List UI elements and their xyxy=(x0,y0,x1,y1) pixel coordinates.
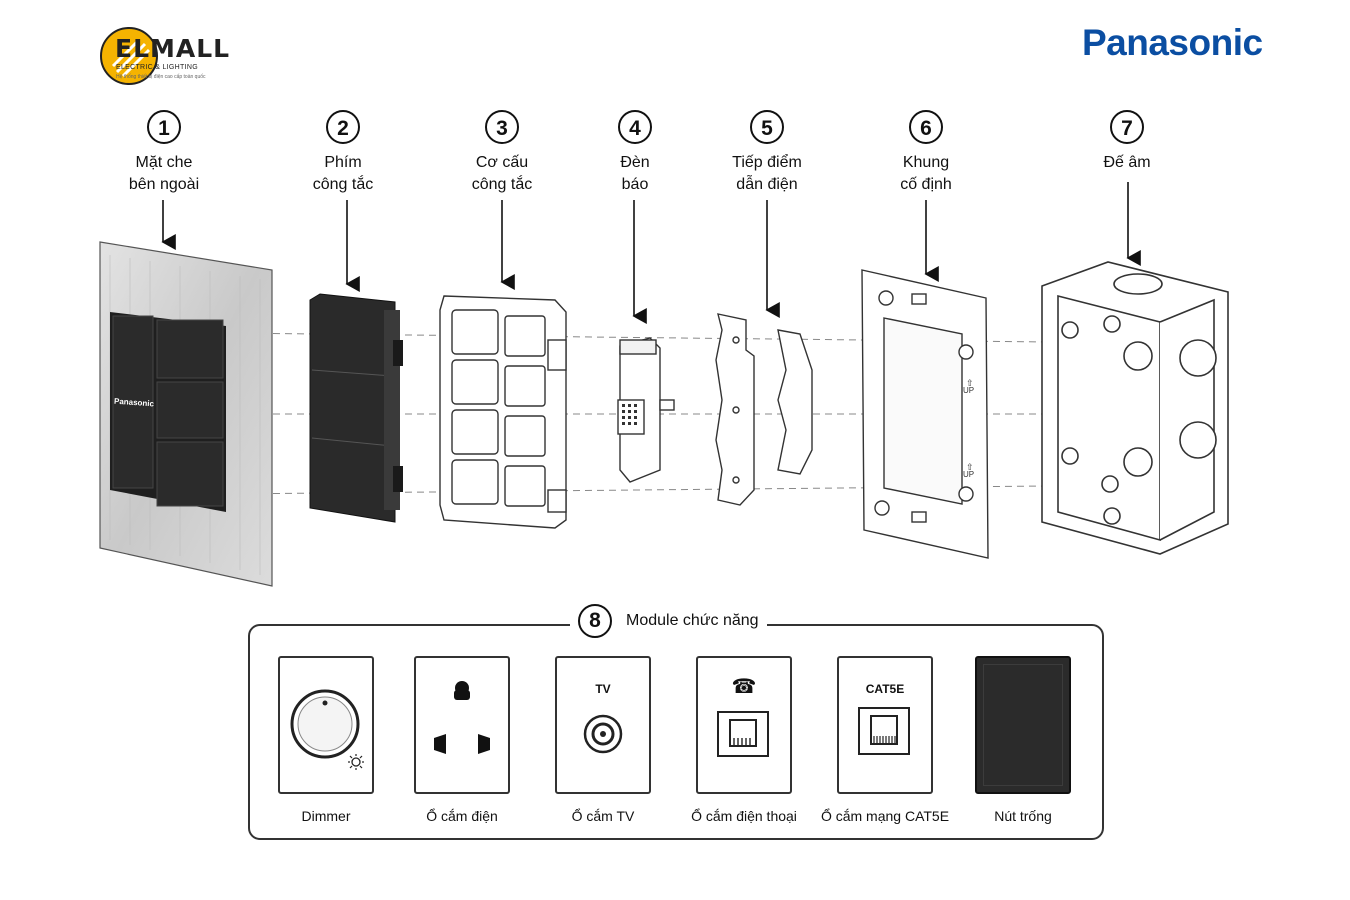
module-panel-title: Module chức năng xyxy=(626,612,759,629)
module-phone-socket: ☎ xyxy=(696,656,792,794)
module-dimmer xyxy=(278,656,374,794)
elmall-logo-icon xyxy=(100,27,158,85)
module-panel-number: 8 xyxy=(578,604,612,638)
label-text: Cơ cấu công tắc xyxy=(471,154,533,193)
power-socket-icon xyxy=(434,681,490,754)
contacts-part xyxy=(715,313,813,506)
mounting-frame-part xyxy=(861,269,989,559)
tv-socket-icon xyxy=(583,714,623,754)
cover-plate-part xyxy=(99,241,273,587)
exploded-diagram: ⇧ ⇧ xyxy=(99,182,1229,587)
label-switch-key: 2 Phím công tắc xyxy=(273,110,413,196)
label-cover-plate: 1 Mặt che bên ngoài xyxy=(94,110,234,196)
phone-socket-icon xyxy=(717,711,769,757)
switch-mechanism-part xyxy=(439,295,567,529)
label-wall-box: 7 Đế âm xyxy=(1057,110,1197,174)
svg-text:⇧: ⇧ xyxy=(966,378,974,388)
elmall-subtitle: ELECTRIC & LIGHTING xyxy=(116,64,198,71)
cat5e-text: CAT5E xyxy=(865,682,905,696)
panasonic-logo: Panasonic xyxy=(1082,22,1263,63)
label-number: 7 xyxy=(1110,110,1144,144)
blank-cover-icon xyxy=(983,664,1063,786)
label-switch-mechanism: 3 Cơ cấu công tắc xyxy=(432,110,572,196)
dimmer-knob-icon xyxy=(290,689,364,770)
svg-text:⇧: ⇧ xyxy=(966,462,974,472)
module-label: Dimmer xyxy=(301,808,351,824)
module-panel-header: 8 Module chức năng xyxy=(570,604,767,638)
label-number: 5 xyxy=(750,110,784,144)
label-text: Khung cố định xyxy=(900,154,952,193)
module-label: Nút trống xyxy=(994,808,1052,824)
elmall-tagline: Hệ thống thiết bị điện cao cấp toàn quốc xyxy=(116,74,206,80)
label-text: Đèn báo xyxy=(620,154,650,193)
phone-icon: ☎ xyxy=(731,676,757,698)
label-number: 4 xyxy=(618,110,652,144)
switch-key-part xyxy=(309,293,403,523)
pointer-arrows xyxy=(161,182,1141,324)
indicator-lamp-part xyxy=(617,337,675,483)
module-label: Ổ cắm điện thoại xyxy=(691,808,797,824)
module-network-socket: CAT5E xyxy=(837,656,933,794)
tv-text: TV xyxy=(595,682,611,696)
module-label: Ổ cắm TV xyxy=(571,808,635,824)
frame-up-mark: UP xyxy=(963,470,975,479)
frame-up-mark: UP xyxy=(963,386,975,395)
label-number: 6 xyxy=(909,110,943,144)
module-blank-cover xyxy=(975,656,1071,794)
label-text: Đế âm xyxy=(1103,154,1151,171)
label-text: Phím công tắc xyxy=(312,154,374,193)
module-power-socket xyxy=(414,656,510,794)
label-text: Mặt che bên ngoài xyxy=(128,154,200,193)
label-number: 1 xyxy=(147,110,181,144)
elmall-name: ELMALL xyxy=(115,34,231,63)
label-number: 2 xyxy=(326,110,360,144)
label-contacts: 5 Tiếp điểm dẫn điện xyxy=(697,110,837,196)
wall-box-part xyxy=(1041,261,1229,555)
module-label: Ổ cắm điện xyxy=(426,808,498,824)
label-indicator-light: 4 Đèn báo xyxy=(565,110,705,196)
label-number: 3 xyxy=(485,110,519,144)
label-text: Tiếp điểm dẫn điện xyxy=(732,154,802,193)
module-label: Ổ cắm mạng CAT5E xyxy=(820,808,950,824)
network-socket-icon xyxy=(858,707,910,755)
module-tv-socket: TV xyxy=(555,656,651,794)
label-mounting-frame: 6 Khung cố định xyxy=(856,110,996,196)
